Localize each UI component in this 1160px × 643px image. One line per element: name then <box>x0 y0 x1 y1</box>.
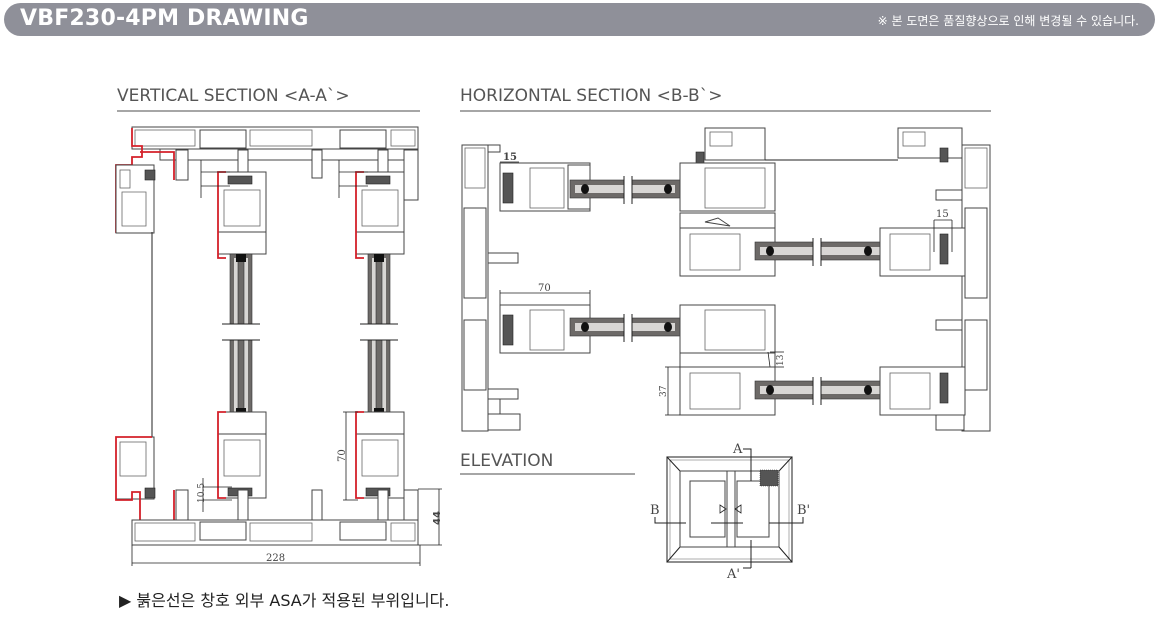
sash-upper-center <box>679 162 776 232</box>
sash-mid-right-row <box>679 227 966 277</box>
left-glass-pane <box>222 253 260 421</box>
sliding-arrows-icon <box>719 504 742 514</box>
center-top-profile <box>695 127 898 167</box>
right-glass-pane <box>360 253 398 421</box>
sash-bottom-right-row <box>679 366 966 416</box>
right-jamb-profile <box>897 127 991 432</box>
vertical-section-rule <box>117 110 420 112</box>
label-b-right: B' <box>797 503 810 518</box>
horizontal-section-title: HORIZONTAL SECTION <B-B`> <box>460 86 723 106</box>
dim-label-70-horizontal: 70 <box>538 283 551 294</box>
dim-44: 44 <box>418 488 443 546</box>
dim-label-15-left: 15 <box>503 152 517 163</box>
glass-upper-left <box>569 176 681 204</box>
drawing-title: VBF230-4PM DRAWING <box>20 6 309 31</box>
dim-label-70: 70 <box>337 449 348 462</box>
label-a-bottom: A' <box>726 567 740 582</box>
label-a-top: A <box>732 442 743 457</box>
dim-label-228: 228 <box>266 553 285 564</box>
vertical-section-title: VERTICAL SECTION <A-A`> <box>117 86 350 106</box>
elevation-title: ELEVATION <box>460 451 554 471</box>
top-dim-marks <box>200 160 368 198</box>
right-sash-bottom <box>355 411 405 499</box>
screen-mesh-icon <box>759 469 779 487</box>
label-b-left: B <box>650 503 660 518</box>
horizontal-section-rule <box>460 110 991 112</box>
section-cut-lines <box>654 448 804 569</box>
sash-lower-left <box>499 304 776 368</box>
dim-label-15-right: 15 <box>936 209 949 220</box>
left-sash-bottom <box>217 411 267 499</box>
change-notice: ※ 본 도면은 품질향상으로 인해 변경될 수 있습니다. <box>877 14 1139 28</box>
dim-228: 228 <box>131 545 421 566</box>
dim-label-44: 44 <box>432 511 443 525</box>
left-jamb-profile <box>461 144 521 432</box>
dim-10-5: 10.5 <box>197 478 232 512</box>
dim-70: 70 <box>337 411 358 501</box>
dim-label-10-5: 10.5 <box>197 483 207 503</box>
dim-15-left: 15 <box>500 152 519 163</box>
dim-label-37: 37 <box>659 385 669 397</box>
right-sash <box>726 470 780 548</box>
asa-footnote: ▶ 붉은선은 창호 외부 ASA가 적용된 부위입니다. <box>119 591 450 610</box>
elevation-rule <box>460 473 635 475</box>
dim-label-13: 13 <box>776 354 786 366</box>
right-sash-top <box>355 171 405 259</box>
dim-70-horizontal: 70 <box>499 283 591 305</box>
top-frame-profile <box>131 126 419 201</box>
left-sash-top <box>217 171 267 259</box>
dim-15-right: 15 <box>933 209 953 252</box>
dim-37: 37 <box>659 366 680 416</box>
bottom-frame-profile <box>131 489 419 546</box>
header-bar: VBF230-4PM DRAWING ※ 본 도면은 품질향상으로 인해 변경될… <box>4 3 1155 36</box>
